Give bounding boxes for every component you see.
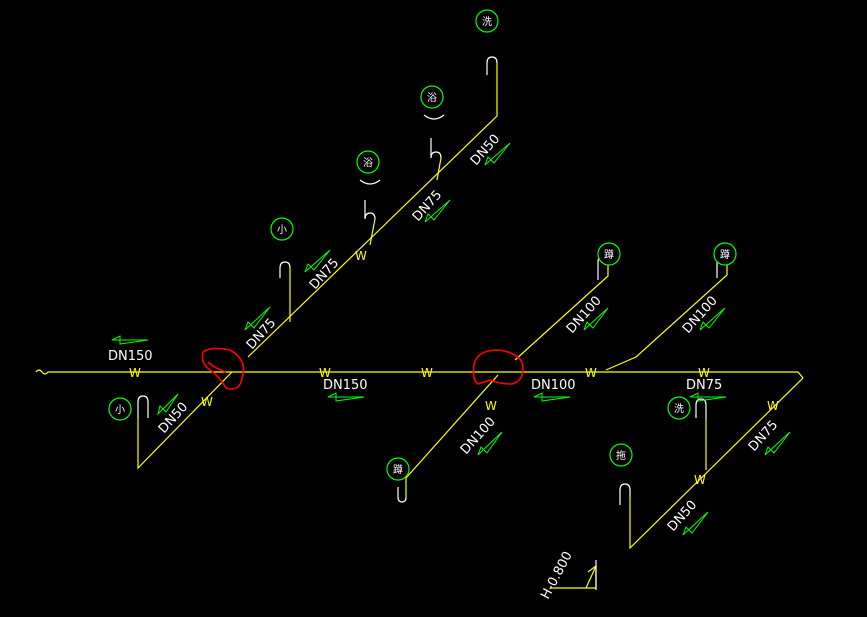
fixture-xiao-mid: 小 (270, 217, 294, 241)
w-marker: W (694, 473, 706, 487)
elevation-label: H-0.800 (538, 549, 576, 602)
w-marker: W (698, 366, 710, 380)
flow-arrows (111, 142, 791, 536)
fixture-xiao-left: 小 (108, 397, 132, 421)
fixture-yu-low: 浴 (356, 150, 380, 174)
fixture-label: 洗 (674, 403, 684, 415)
fixture-yu-high: 浴 (420, 85, 444, 109)
fixture-label: 拖 (616, 449, 626, 462)
fixture-dun-2: 蹲 (597, 242, 621, 266)
fixture-label: 小 (115, 404, 125, 416)
w-marker: W (585, 366, 597, 380)
fixture-dun-3: 蹲 (713, 242, 737, 266)
fixture-circles: 小 小 浴 浴 洗 蹲 蹲 蹲 (108, 9, 737, 481)
pipe-branch-right-up (605, 264, 728, 371)
revision-mark-left (201, 347, 245, 390)
pipe-branch-right-down (629, 377, 804, 550)
fixture-label: 小 (277, 224, 287, 236)
pipe-branch-main-up (247, 63, 498, 358)
pipe-branch-mid-down (405, 374, 499, 497)
fixture-tuo: 拖 (609, 443, 633, 467)
fixture-dun-1: 蹲 (386, 457, 410, 481)
pipe-branch-mid-up (514, 262, 609, 361)
pipe-branch-left-down (137, 371, 233, 470)
label-dn100-mid: DN100 (531, 378, 576, 393)
label-dn75-right: DN75 (686, 378, 722, 393)
label-dn75-right-diag: DN75 (746, 418, 781, 455)
main-pipe (35, 369, 804, 379)
elevation-marker: H-0.800 (538, 549, 597, 602)
fixture-label: 蹲 (604, 248, 614, 261)
fixture-xi-top: 洗 (475, 9, 499, 33)
revision-mark-mid (472, 349, 524, 385)
fixture-traps (137, 56, 728, 505)
w-marker: W (355, 249, 367, 263)
w-marker: W (485, 399, 497, 413)
fixture-label: 浴 (427, 92, 437, 104)
fixture-label: 洗 (482, 16, 492, 28)
w-marker: W (421, 366, 433, 380)
w-marker: W (201, 395, 213, 409)
label-dn75-a: DN75 (244, 316, 279, 353)
fixture-label: 蹲 (720, 248, 730, 261)
label-dn150-left: DN150 (108, 349, 153, 364)
revision-marks (201, 347, 524, 390)
label-dn100-down: DN100 (458, 415, 499, 458)
fixture-label: 蹲 (393, 463, 403, 476)
fixture-label: 浴 (363, 157, 373, 169)
w-marker: W (319, 366, 331, 380)
w-markers: W W W W W W W W W W (129, 249, 779, 487)
label-dn150-mid: DN150 (323, 378, 368, 393)
w-marker: W (129, 366, 141, 380)
label-dn75-b: DN75 (307, 256, 342, 293)
pipe-size-labels: DN150 DN150 DN100 DN75 DN50 DN75 DN75 DN… (108, 132, 781, 535)
fixture-xi-right: 洗 (667, 396, 691, 420)
w-marker: W (767, 399, 779, 413)
